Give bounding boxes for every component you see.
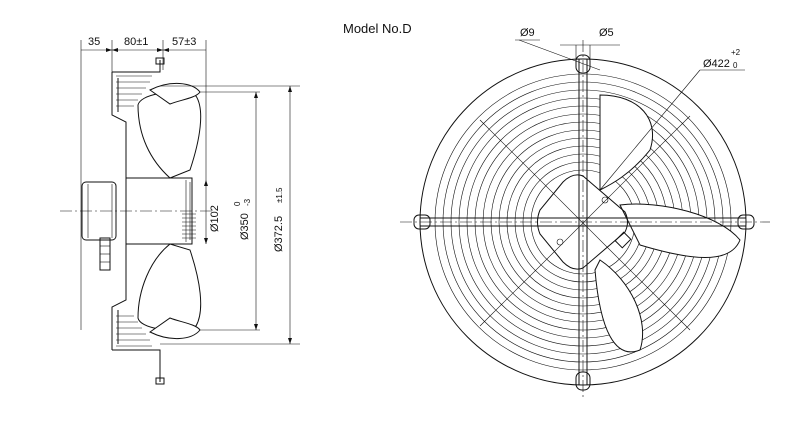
arrow (157, 48, 163, 52)
arrow (204, 180, 208, 186)
dia-label-9: Ø9 (520, 27, 535, 39)
guard-rings-top (116, 75, 152, 107)
mount-tab-right (737, 214, 755, 230)
blade-front-3 (594, 259, 644, 353)
dia-label-102: Ø102 (209, 205, 221, 232)
arrow (112, 48, 118, 52)
dia-350-tol-lower: -3 (243, 198, 252, 206)
diagonal-strut-1 (479, 119, 691, 331)
dia-label-372: Ø372.5 (273, 216, 285, 252)
circle (556, 238, 564, 246)
dia-422-tol-lower: 0 (733, 61, 738, 70)
motor-box (537, 174, 628, 270)
arrow (163, 48, 169, 52)
circle (601, 196, 609, 204)
leader-422 (599, 69, 701, 191)
model-label: Model No.D (343, 21, 412, 36)
blade-front-1 (599, 94, 654, 191)
front-view: Ø9 Ø5 Ø422 +2 0 (400, 27, 770, 400)
hub-ribs (182, 213, 196, 239)
blade-side-lower (137, 243, 202, 331)
rect (155, 57, 165, 65)
blade-side-top (149, 83, 201, 105)
blade-side-upper (137, 92, 202, 179)
side-view: 35 80±1 57±3 Ø102 (60, 36, 300, 385)
arrow (106, 48, 112, 52)
arrow (288, 338, 292, 344)
leader-9 (518, 39, 601, 71)
arrow (288, 86, 292, 92)
dim-label-57: 57±3 (172, 36, 196, 48)
dim-label-80: 80±1 (124, 36, 148, 48)
arrow (254, 92, 258, 98)
dim-label-35: 35 (88, 36, 100, 48)
mounting-flange (111, 72, 127, 350)
dia-label-5: Ø5 (599, 27, 614, 39)
diagonal-strut-2 (479, 115, 691, 327)
blade-side-bottom (149, 317, 201, 339)
dia-422-tol-upper: +2 (731, 48, 741, 57)
dia-label-422: Ø422 (703, 58, 730, 70)
dia-372-tol: ±1.5 (275, 187, 284, 203)
arrow (254, 324, 258, 330)
terminal-box (614, 231, 632, 249)
arrow (204, 238, 208, 244)
dia-350-tol-upper: 0 (233, 201, 242, 206)
blade-front-2 (619, 203, 741, 258)
guard-rings-bottom (116, 315, 152, 347)
dia-label-350: Ø350 (239, 213, 251, 240)
rect (155, 377, 165, 385)
